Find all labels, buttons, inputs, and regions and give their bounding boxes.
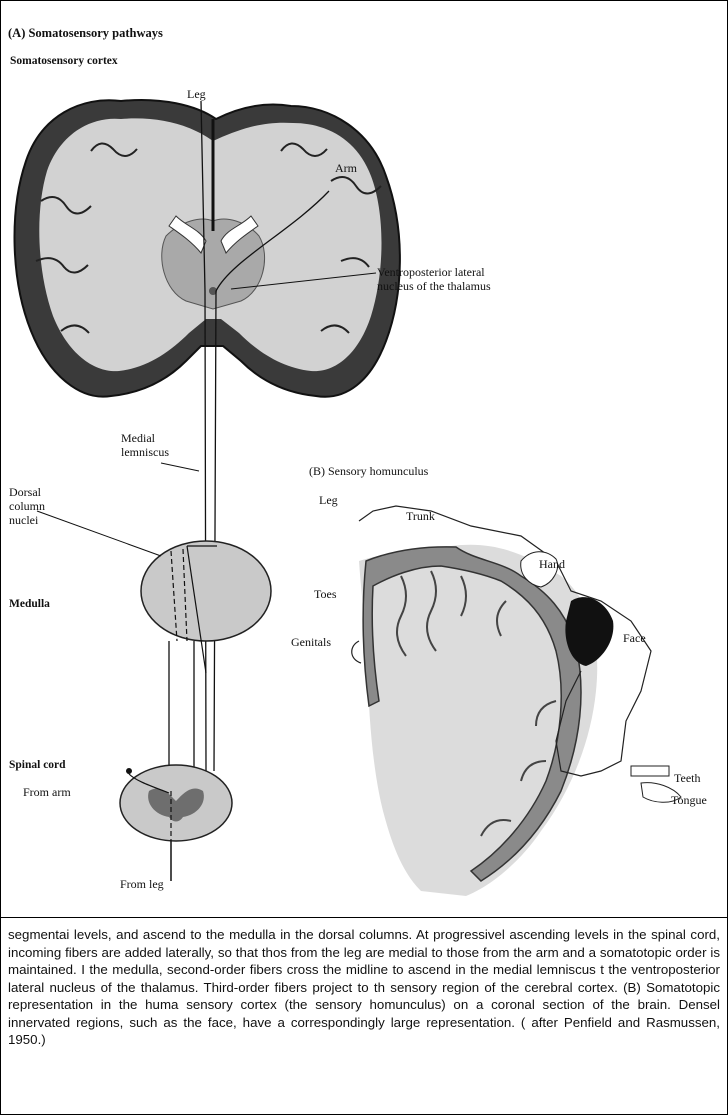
leader-dorsal-column bbox=[37, 511, 161, 556]
medulla-label: Medulla bbox=[9, 597, 50, 611]
trunk-label: Trunk bbox=[406, 509, 435, 523]
arm-label: Arm bbox=[335, 161, 357, 175]
leg-label-b: Leg bbox=[319, 493, 338, 507]
homunculus-genitals bbox=[352, 641, 361, 663]
face-label: Face bbox=[623, 631, 646, 645]
figure: (A) Somatosensory pathways Somatosensory… bbox=[1, 1, 727, 901]
teeth-label: Teeth bbox=[674, 771, 700, 785]
toes-label: Toes bbox=[314, 587, 337, 601]
leg-label-a: Leg bbox=[187, 87, 206, 101]
homunculus-section bbox=[352, 506, 681, 896]
from-arm-label: From arm bbox=[23, 785, 71, 799]
from-leg-label: From leg bbox=[120, 877, 164, 891]
panel-b-title: (B) Sensory homunculus bbox=[309, 464, 428, 478]
vpl-nucleus-label: Ventroposterior lateral nucleus of the t… bbox=[377, 265, 491, 293]
homunculus-face bbox=[565, 597, 613, 666]
figure-artwork bbox=[1, 1, 727, 901]
homunculus-teeth bbox=[631, 766, 669, 776]
spinal-cord-label: Spinal cord bbox=[9, 758, 66, 772]
hand-label: Hand bbox=[539, 557, 565, 571]
spinal-cord-section bbox=[120, 765, 232, 881]
caption-divider bbox=[1, 917, 727, 918]
figure-caption: segmentai levels, and ascend to the medu… bbox=[8, 926, 720, 1049]
tongue-label: Tongue bbox=[671, 793, 707, 807]
somatosensory-cortex-label: Somatosensory cortex bbox=[10, 54, 118, 68]
leader-medial-lemniscus bbox=[161, 463, 199, 471]
dorsal-column-nuclei-label: Dorsal column nuclei bbox=[9, 485, 45, 527]
dorsal-root-ganglion bbox=[126, 768, 132, 774]
panel-a-title: (A) Somatosensory pathways bbox=[8, 26, 163, 40]
coronal-brain-section bbox=[15, 100, 400, 771]
medial-lemniscus-label: Medial lemniscus bbox=[121, 431, 169, 459]
genitals-label: Genitals bbox=[291, 635, 331, 649]
